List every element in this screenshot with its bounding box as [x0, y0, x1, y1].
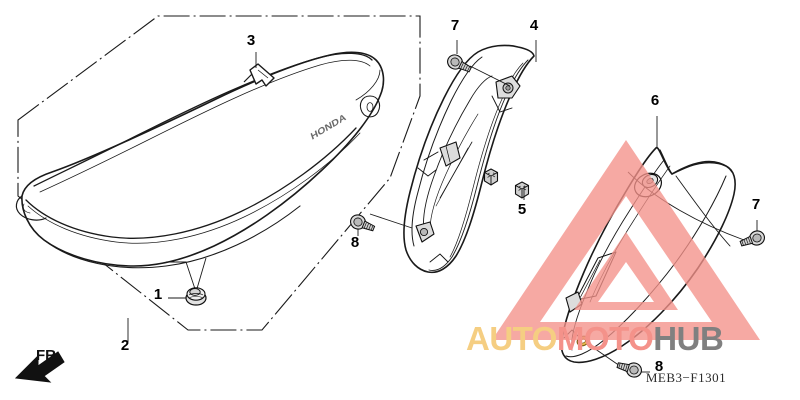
flange-bolt-left [347, 212, 377, 236]
callout-flange-bolt-right: 8 [655, 358, 663, 375]
flange-bolt-right [615, 358, 644, 380]
cover-grommet-a [483, 168, 499, 186]
callout-seat-assembly-boundary: 2 [121, 337, 129, 354]
fr-label: FR. [36, 347, 60, 364]
front-direction-arrow [14, 351, 65, 383]
cover-mount-tab-middle [417, 141, 461, 177]
callout-seat-hook-detail: 3 [247, 32, 255, 49]
callout-flange-screw-right: 7 [752, 196, 760, 213]
seat-hook-detail [243, 63, 275, 87]
seat-cushion-grommet [185, 287, 207, 306]
left-side-cover [403, 44, 535, 274]
cover-grommet-b [514, 181, 530, 199]
seat-assembly [15, 51, 385, 269]
part-number-label: MEB3−F1301 [646, 370, 726, 385]
callout-flange-bolt-left: 8 [351, 234, 359, 251]
callout-left-side-cover: 4 [530, 17, 539, 34]
cover-mount-boss-lower [415, 221, 435, 243]
callout-cover-grommet: 5 [518, 201, 526, 218]
seat-strap-loop [359, 95, 381, 118]
callout-flange-screw-upper: 7 [451, 17, 459, 34]
flange-screw-right [738, 228, 767, 251]
right-side-cover [560, 146, 736, 364]
callout-right-side-cover: 6 [651, 92, 659, 109]
callout-seat-cushion-grommet: 1 [154, 286, 162, 303]
